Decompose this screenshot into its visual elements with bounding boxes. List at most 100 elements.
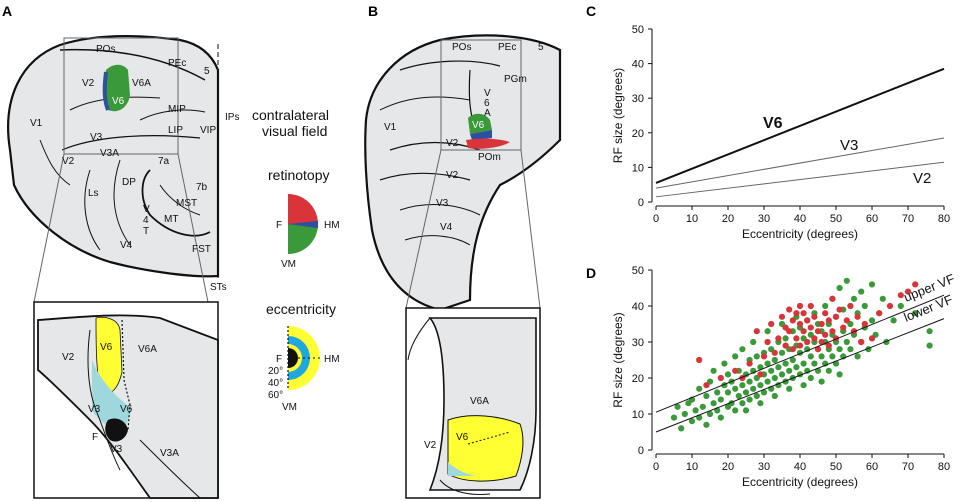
area-label: V3 bbox=[436, 198, 449, 209]
panel-label-c: C bbox=[586, 3, 596, 19]
data-point bbox=[764, 378, 771, 385]
series-line-v2 bbox=[655, 161, 945, 198]
data-point bbox=[858, 288, 865, 295]
data-point bbox=[696, 385, 703, 392]
data-point bbox=[764, 338, 771, 346]
data-point bbox=[804, 338, 811, 346]
data-point bbox=[771, 356, 778, 364]
data-point bbox=[674, 403, 681, 410]
panel-label-d: D bbox=[586, 265, 596, 281]
data-point bbox=[836, 306, 843, 313]
data-point bbox=[840, 324, 847, 331]
data-point bbox=[739, 400, 746, 407]
area-label: V2 bbox=[82, 78, 95, 89]
data-point bbox=[818, 353, 825, 360]
data-point bbox=[904, 288, 912, 295]
data-point bbox=[804, 317, 811, 324]
x-tick-label: 30 bbox=[758, 461, 770, 473]
x-tick-label: 20 bbox=[722, 213, 734, 225]
area-label: 5 bbox=[538, 42, 544, 53]
area-label: V bbox=[143, 204, 150, 215]
y-tick-label: 40 bbox=[632, 301, 644, 313]
y-tick-label: 30 bbox=[632, 337, 644, 349]
data-point bbox=[832, 313, 840, 320]
data-point bbox=[854, 313, 861, 320]
fovea-black bbox=[105, 418, 128, 442]
data-point bbox=[861, 302, 868, 310]
data-point bbox=[858, 338, 865, 346]
data-point bbox=[926, 328, 933, 335]
x-tick-label: 10 bbox=[686, 213, 698, 225]
x-tick-label: 0 bbox=[653, 461, 659, 473]
data-point bbox=[739, 346, 746, 353]
legend-heading: contralateral bbox=[252, 107, 329, 123]
area-label: FST bbox=[192, 244, 211, 255]
ecc-60-label: 60° bbox=[268, 390, 283, 401]
area-label: V2 bbox=[446, 170, 459, 181]
data-point bbox=[670, 414, 678, 421]
data-point bbox=[746, 360, 753, 367]
series-label-v2: V2 bbox=[913, 170, 931, 187]
data-point bbox=[818, 338, 825, 346]
data-point bbox=[836, 284, 843, 292]
v6-cyan-band bbox=[92, 360, 132, 428]
data-point bbox=[804, 346, 811, 353]
data-point bbox=[890, 317, 897, 324]
data-point bbox=[753, 328, 760, 335]
area-label: V3A bbox=[100, 148, 119, 159]
x-tick-label: 70 bbox=[902, 213, 914, 225]
series-line-v3 bbox=[655, 137, 945, 189]
data-point bbox=[703, 392, 710, 400]
data-point bbox=[912, 281, 919, 288]
area-label: MST bbox=[176, 198, 197, 209]
data-point bbox=[771, 374, 778, 382]
area-label: V6A bbox=[132, 78, 151, 89]
x-tick-label: 80 bbox=[938, 213, 950, 225]
inset-label: F bbox=[92, 432, 98, 443]
panel-a-inset: V2 V6 V6A V3 V6 F V3 V3A bbox=[33, 301, 219, 499]
data-point bbox=[786, 328, 793, 335]
inset-label: V6A bbox=[138, 344, 157, 355]
panel-label-a: A bbox=[2, 3, 12, 19]
data-point bbox=[775, 335, 782, 342]
data-point bbox=[926, 342, 933, 349]
data-point bbox=[807, 374, 814, 382]
panel-b-brain bbox=[364, 34, 562, 312]
inset-label: V3 bbox=[110, 444, 123, 455]
data-point bbox=[800, 328, 807, 335]
data-point bbox=[732, 407, 739, 414]
legend: contralateral visual field retinotopy F … bbox=[252, 107, 340, 413]
inset-label: V3 bbox=[88, 404, 101, 415]
data-point bbox=[822, 331, 829, 338]
data-point bbox=[768, 367, 775, 374]
area-label: A bbox=[484, 108, 491, 119]
data-point bbox=[811, 335, 818, 342]
data-point bbox=[814, 346, 822, 353]
data-point bbox=[912, 310, 919, 317]
data-point bbox=[771, 349, 778, 356]
data-point bbox=[750, 385, 757, 392]
x-tick-label: 0 bbox=[653, 213, 659, 225]
area-label: V3 bbox=[90, 132, 103, 143]
data-point bbox=[764, 360, 771, 367]
data-point bbox=[786, 367, 793, 374]
x-tick-label: 10 bbox=[686, 461, 698, 473]
x-tick-label: 60 bbox=[866, 461, 878, 473]
retinotopy-hm: HM bbox=[324, 220, 340, 231]
data-point bbox=[782, 360, 789, 367]
panel-a-labels: POs PEc 5 V2 V6A V6 MIP IPs V1 V3 LIP VI… bbox=[30, 44, 239, 293]
data-point bbox=[897, 302, 904, 310]
data-point bbox=[706, 410, 714, 418]
data-point bbox=[879, 295, 886, 302]
data-point bbox=[847, 302, 854, 310]
data-point bbox=[717, 396, 724, 403]
area-label: DP bbox=[122, 177, 136, 188]
data-point bbox=[692, 407, 699, 414]
fit-line-upper-vf bbox=[655, 294, 945, 413]
data-point bbox=[753, 392, 760, 400]
data-point bbox=[757, 371, 764, 378]
area-label: V2 bbox=[62, 156, 75, 167]
data-point bbox=[814, 328, 822, 335]
area-label: STs bbox=[210, 282, 227, 293]
area-label: 6 bbox=[484, 98, 490, 109]
